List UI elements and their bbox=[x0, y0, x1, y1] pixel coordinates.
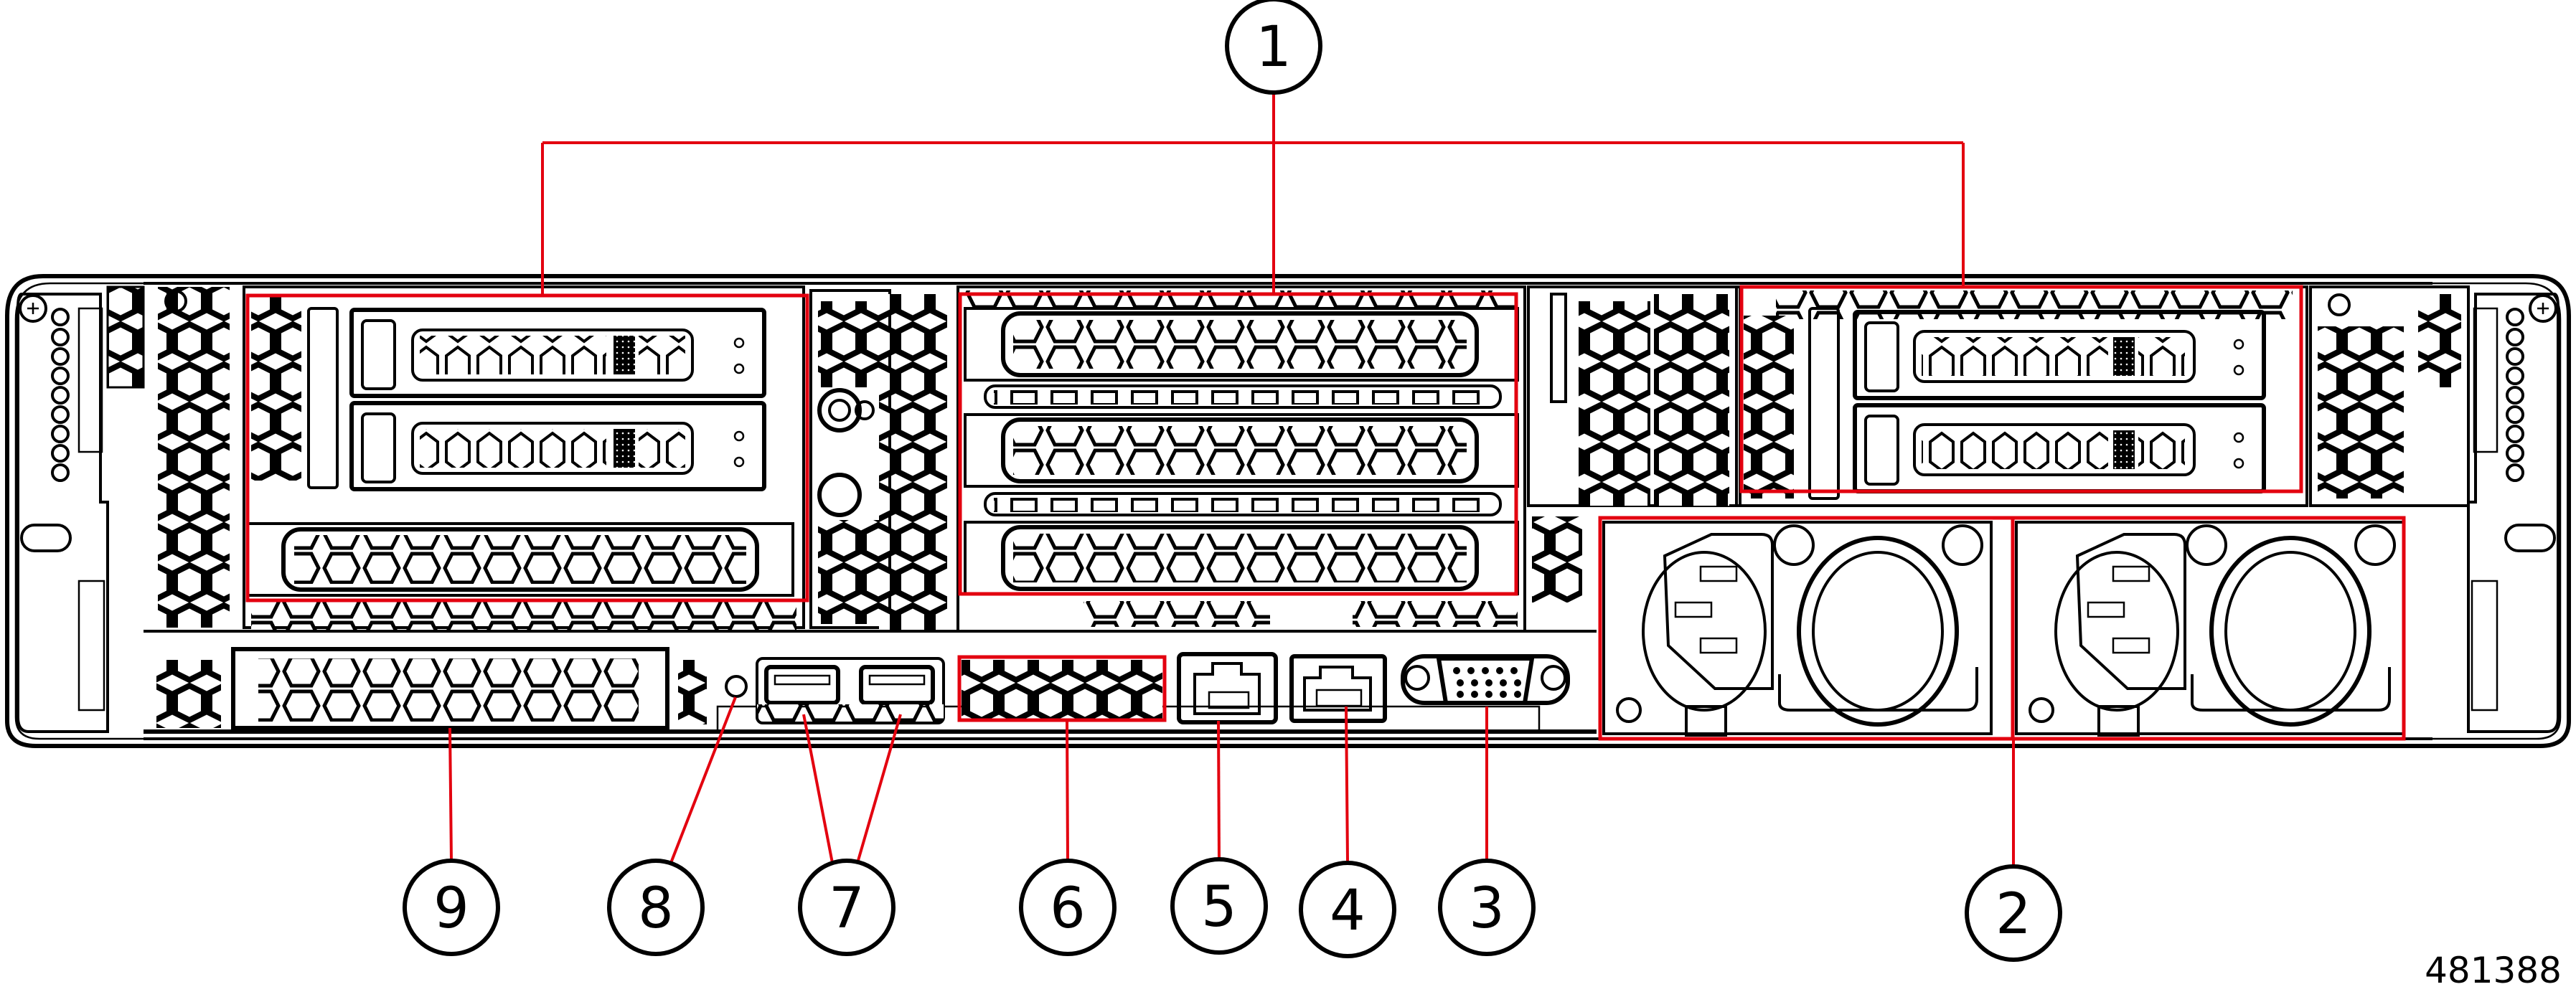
callout-3: 3 bbox=[1438, 859, 1536, 956]
management-port[interactable] bbox=[1289, 654, 1387, 723]
riser-left bbox=[243, 285, 809, 630]
callout-1-bracket bbox=[541, 93, 1965, 296]
callout-1: 1 bbox=[1225, 0, 1322, 95]
riser-left-pcie-slot[interactable] bbox=[246, 522, 794, 597]
callout-9: 9 bbox=[403, 859, 500, 956]
callout-5: 5 bbox=[1170, 857, 1268, 955]
led-holes bbox=[2506, 308, 2524, 482]
callout-label: 4 bbox=[1330, 879, 1365, 943]
rear-io bbox=[144, 630, 1597, 734]
drive-bay-1[interactable] bbox=[349, 308, 766, 398]
figure-id: 481388 bbox=[2425, 950, 2562, 991]
riser-right bbox=[1735, 285, 2308, 507]
psu-1[interactable] bbox=[1602, 521, 1993, 737]
highlight-riser-right bbox=[1739, 285, 2303, 493]
usb-port-1[interactable] bbox=[764, 665, 840, 705]
led-holes bbox=[51, 308, 70, 482]
callout-label: 7 bbox=[829, 876, 865, 941]
ocp-slot[interactable] bbox=[231, 647, 669, 730]
right-rack-ear bbox=[2467, 293, 2559, 733]
highlight-mlom bbox=[957, 655, 1167, 722]
drive-bay-3[interactable] bbox=[1853, 310, 2266, 400]
callout-8: 8 bbox=[607, 859, 705, 956]
screw-icon bbox=[19, 294, 47, 323]
callout-leaders bbox=[448, 696, 2015, 866]
rj45-icon bbox=[1303, 666, 1372, 712]
mid-right-section bbox=[1527, 285, 1741, 603]
highlight-psu bbox=[1598, 516, 2406, 741]
callout-2: 2 bbox=[1965, 864, 2062, 962]
callout-label: 1 bbox=[1256, 15, 1292, 80]
drive-bay-4[interactable] bbox=[1853, 403, 2266, 493]
callout-4: 4 bbox=[1299, 861, 1396, 958]
callout-label: 8 bbox=[638, 876, 674, 941]
callout-label: 2 bbox=[1996, 882, 2031, 947]
callout-label: 6 bbox=[1050, 876, 1086, 941]
right-vent bbox=[2309, 285, 2470, 507]
uid-button[interactable] bbox=[725, 675, 748, 698]
screw-icon bbox=[2529, 294, 2557, 323]
mid-left-section bbox=[809, 289, 947, 631]
callout-label: 5 bbox=[1201, 875, 1237, 940]
usb-port-2[interactable] bbox=[859, 665, 935, 705]
psu-2[interactable] bbox=[2015, 521, 2405, 737]
callout-label: 9 bbox=[433, 876, 469, 941]
highlight-riser-left bbox=[245, 293, 809, 603]
vga-port[interactable] bbox=[1401, 654, 1570, 705]
highlight-riser-center bbox=[958, 292, 1518, 596]
riser-center-slot-2[interactable] bbox=[964, 413, 1519, 488]
power-inlet-icon bbox=[1663, 533, 1774, 690]
left-rack-ear bbox=[17, 293, 109, 733]
riser-center-slot-1[interactable] bbox=[964, 307, 1519, 382]
riser-center-slot-3[interactable] bbox=[964, 521, 1519, 595]
rj45-icon bbox=[1193, 662, 1261, 715]
fan-icon bbox=[1797, 536, 1959, 727]
callout-6: 6 bbox=[1019, 859, 1117, 956]
usb-ports bbox=[756, 657, 945, 724]
left-vent bbox=[106, 285, 230, 728]
riser-center bbox=[956, 285, 1526, 633]
vga-pins bbox=[1453, 667, 1521, 698]
drive-bay-2[interactable] bbox=[349, 401, 766, 491]
power-inlet-icon bbox=[2075, 533, 2186, 690]
mlom-slot[interactable] bbox=[957, 655, 1167, 722]
ethernet-port[interactable] bbox=[1177, 652, 1278, 724]
fan-icon bbox=[2209, 536, 2371, 727]
callout-7: 7 bbox=[798, 859, 896, 956]
power-supplies bbox=[1598, 516, 2406, 741]
callout-label: 3 bbox=[1469, 876, 1505, 941]
